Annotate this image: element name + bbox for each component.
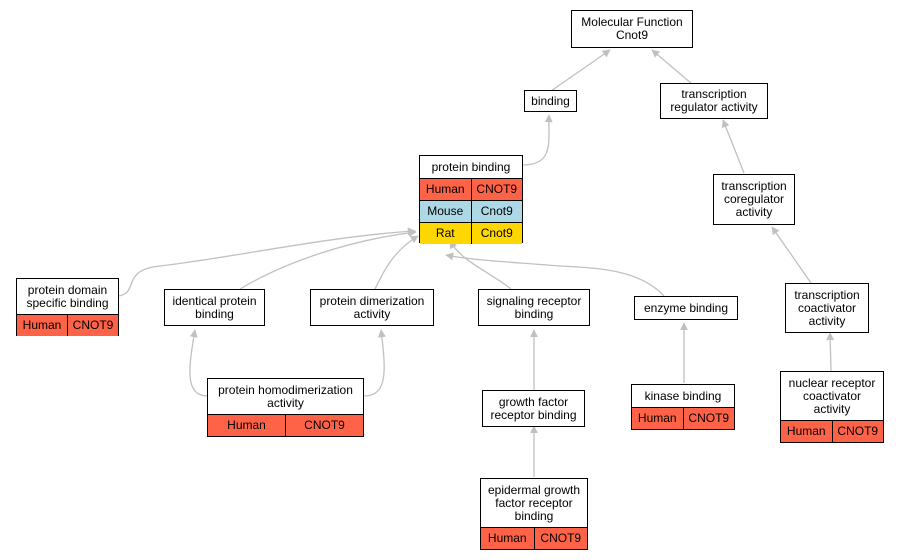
node-label: protein binding (431, 159, 511, 174)
node-protein-dimerization-activity[interactable]: protein dimerization activity (310, 289, 434, 326)
edge-dimerization-to-protein-binding (374, 235, 419, 290)
species-cell: Human (22, 318, 62, 332)
edge-homodimerization-to-identical (189, 329, 209, 397)
node-label: enzyme binding (643, 300, 729, 315)
node-label: protein dimerization activity (319, 293, 425, 321)
annotation-row-human: Human CNOT9 (481, 527, 587, 549)
annotation-row-human: Human CNOT9 (208, 414, 363, 436)
gene-cell: CNOT9 (682, 408, 735, 429)
annotation-row-human: Human CNOT9 (17, 314, 118, 336)
gene-cell: CNOT9 (470, 179, 523, 200)
node-enzyme-binding[interactable]: enzyme binding (634, 296, 738, 320)
edge-enzyme-to-protein-binding (445, 252, 665, 297)
node-transcription-coregulator-activity[interactable]: transcription coregulator activity (713, 174, 795, 225)
annotation-row-human: Human CNOT9 (632, 407, 734, 429)
node-identical-protein-binding[interactable]: identical protein binding (164, 289, 265, 326)
node-egfr-binding[interactable]: epidermal growth factor receptor binding… (480, 478, 588, 550)
annotation-row-rat: Rat Cnot9 (420, 222, 522, 244)
node-label: protein homodimerization activity (218, 382, 353, 410)
gene-cell: Cnot9 (470, 223, 523, 244)
edge-signaling-to-protein-binding (449, 240, 512, 290)
node-kinase-binding[interactable]: kinase binding Human CNOT9 (631, 384, 735, 430)
gene-cell: CNOT9 (285, 415, 363, 436)
node-label: transcription coregulator activity (721, 179, 787, 219)
gene-cell: CNOT9 (67, 315, 118, 336)
node-label: transcription coactivator activity (794, 287, 860, 328)
edge-homodimerization-to-dimerization (363, 329, 386, 397)
species-cell: Human (637, 411, 677, 425)
node-label: Molecular Function Cnot9 (581, 15, 683, 42)
node-label: kinase binding (644, 388, 722, 403)
edge-domain-specific-to-protein-binding (117, 227, 416, 297)
edge-coactivator-to-coregulator (771, 226, 812, 284)
node-transcription-coactivator-activity[interactable]: transcription coactivator activity (785, 283, 869, 333)
gene-cell: Cnot9 (470, 201, 523, 222)
annotation-row-mouse: Mouse Cnot9 (420, 200, 522, 222)
node-label: identical protein binding (172, 293, 257, 321)
gene-cell: CNOT9 (533, 528, 588, 549)
species-cell: Rat (435, 226, 455, 240)
annotation-row-human: Human CNOT9 (781, 420, 883, 442)
node-label: epidermal growth factor receptor binding (487, 482, 581, 523)
species-cell: Human (227, 418, 266, 432)
edge-coregulator-to-regulator (721, 119, 745, 174)
edge-binding-to-molecular-function (550, 49, 611, 92)
node-protein-homodimerization-activity[interactable]: protein homodimerization activity Human … (207, 378, 364, 437)
node-label: protein domain specific binding (26, 282, 109, 310)
species-cell: Mouse (427, 204, 464, 218)
species-cell: Human (425, 182, 465, 196)
node-protein-domain-specific-binding[interactable]: protein domain specific binding Human CN… (16, 278, 119, 336)
node-transcription-regulator-activity[interactable]: transcription regulator activity (660, 83, 768, 119)
gene-cell: CNOT9 (831, 421, 884, 442)
node-molecular-function[interactable]: Molecular Function Cnot9 (571, 10, 693, 48)
species-cell: Human (786, 424, 826, 438)
edge-nuclear-receptor-to-coactivator (826, 332, 835, 372)
node-label: binding (531, 93, 570, 108)
annotation-row-human: Human CNOT9 (420, 178, 522, 200)
node-nuclear-receptor-coactivator-activity[interactable]: nuclear receptor coactivator activity Hu… (780, 371, 884, 443)
node-label: transcription regulator activity (670, 87, 758, 114)
edge-transcription-regulator-to-molecular-function (651, 49, 693, 85)
species-cell: Human (487, 531, 527, 545)
node-label: growth factor receptor binding (490, 394, 577, 422)
edge-identical-to-protein-binding (239, 228, 417, 290)
node-label: nuclear receptor coactivator activity (788, 375, 876, 416)
node-label: signaling receptor binding (486, 293, 582, 321)
edge-protein-binding-to-binding (522, 114, 553, 166)
node-binding[interactable]: binding (524, 90, 577, 112)
node-signaling-receptor-binding[interactable]: signaling receptor binding (478, 289, 590, 326)
node-protein-binding[interactable]: protein binding Human CNOT9 Mouse Cnot9 … (419, 155, 523, 244)
node-growth-factor-receptor-binding[interactable]: growth factor receptor binding (482, 390, 585, 427)
